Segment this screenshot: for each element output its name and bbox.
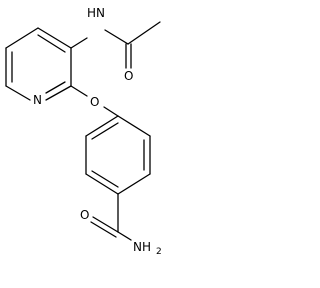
bond-nh-carbonyl bbox=[104, 29, 129, 45]
atom-label-hn: HN bbox=[87, 6, 105, 20]
bond-n-c2 bbox=[45, 85, 72, 101]
bond-c6-n bbox=[5, 85, 31, 101]
atom-label-nh2-subscript: 2 bbox=[156, 247, 162, 257]
atom-label-nh2: NH bbox=[133, 240, 151, 254]
bond-n-c2-inner bbox=[45, 81, 66, 94]
bond-b4-b5-inner bbox=[91, 170, 119, 188]
atom-label-o-acetyl: O bbox=[124, 69, 133, 83]
bond-carbonyl-methyl bbox=[127, 21, 161, 45]
bond-c2-o-ether bbox=[70, 85, 88, 97]
atom-label-n-ring: N bbox=[33, 93, 42, 107]
bond-c3-c4-inner bbox=[37, 34, 66, 53]
bond-b1-b2 bbox=[117, 115, 151, 137]
atom-label-o-ether: O bbox=[90, 95, 99, 109]
bond-amide-cn bbox=[117, 231, 132, 241]
molecule-structure: HN N O O O NH 2 bbox=[5, 6, 162, 257]
bond-b3-b4 bbox=[117, 173, 151, 195]
benzene-ring bbox=[85, 115, 151, 195]
bond-c3-c4 bbox=[37, 27, 72, 49]
bond-amide-co-2 bbox=[90, 221, 117, 238]
bond-o-ether-benzene bbox=[103, 106, 119, 117]
bond-b6-b1-inner bbox=[91, 122, 119, 140]
bond-amide-co-1 bbox=[92, 216, 119, 233]
bond-b6-b1 bbox=[85, 115, 119, 137]
bond-b4-b5 bbox=[85, 173, 119, 195]
pyridine-ring bbox=[5, 27, 72, 101]
atom-label-o-amide: O bbox=[80, 208, 89, 222]
bond-c3-nh bbox=[70, 37, 88, 49]
bond-c4-c5 bbox=[5, 27, 39, 49]
